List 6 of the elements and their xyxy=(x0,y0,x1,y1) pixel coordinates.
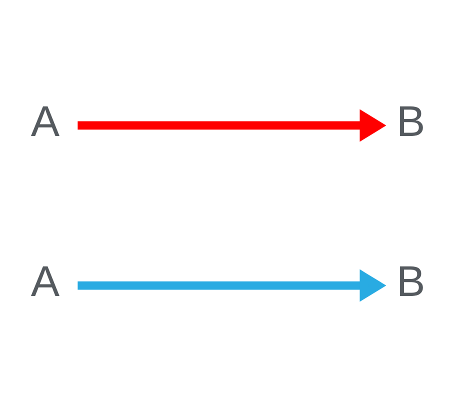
arrow xyxy=(78,108,386,142)
node-text: B xyxy=(396,97,426,146)
node-text: A xyxy=(30,97,60,146)
node-text: B xyxy=(396,258,426,306)
arrow xyxy=(78,268,386,302)
node-text: A xyxy=(30,258,60,306)
